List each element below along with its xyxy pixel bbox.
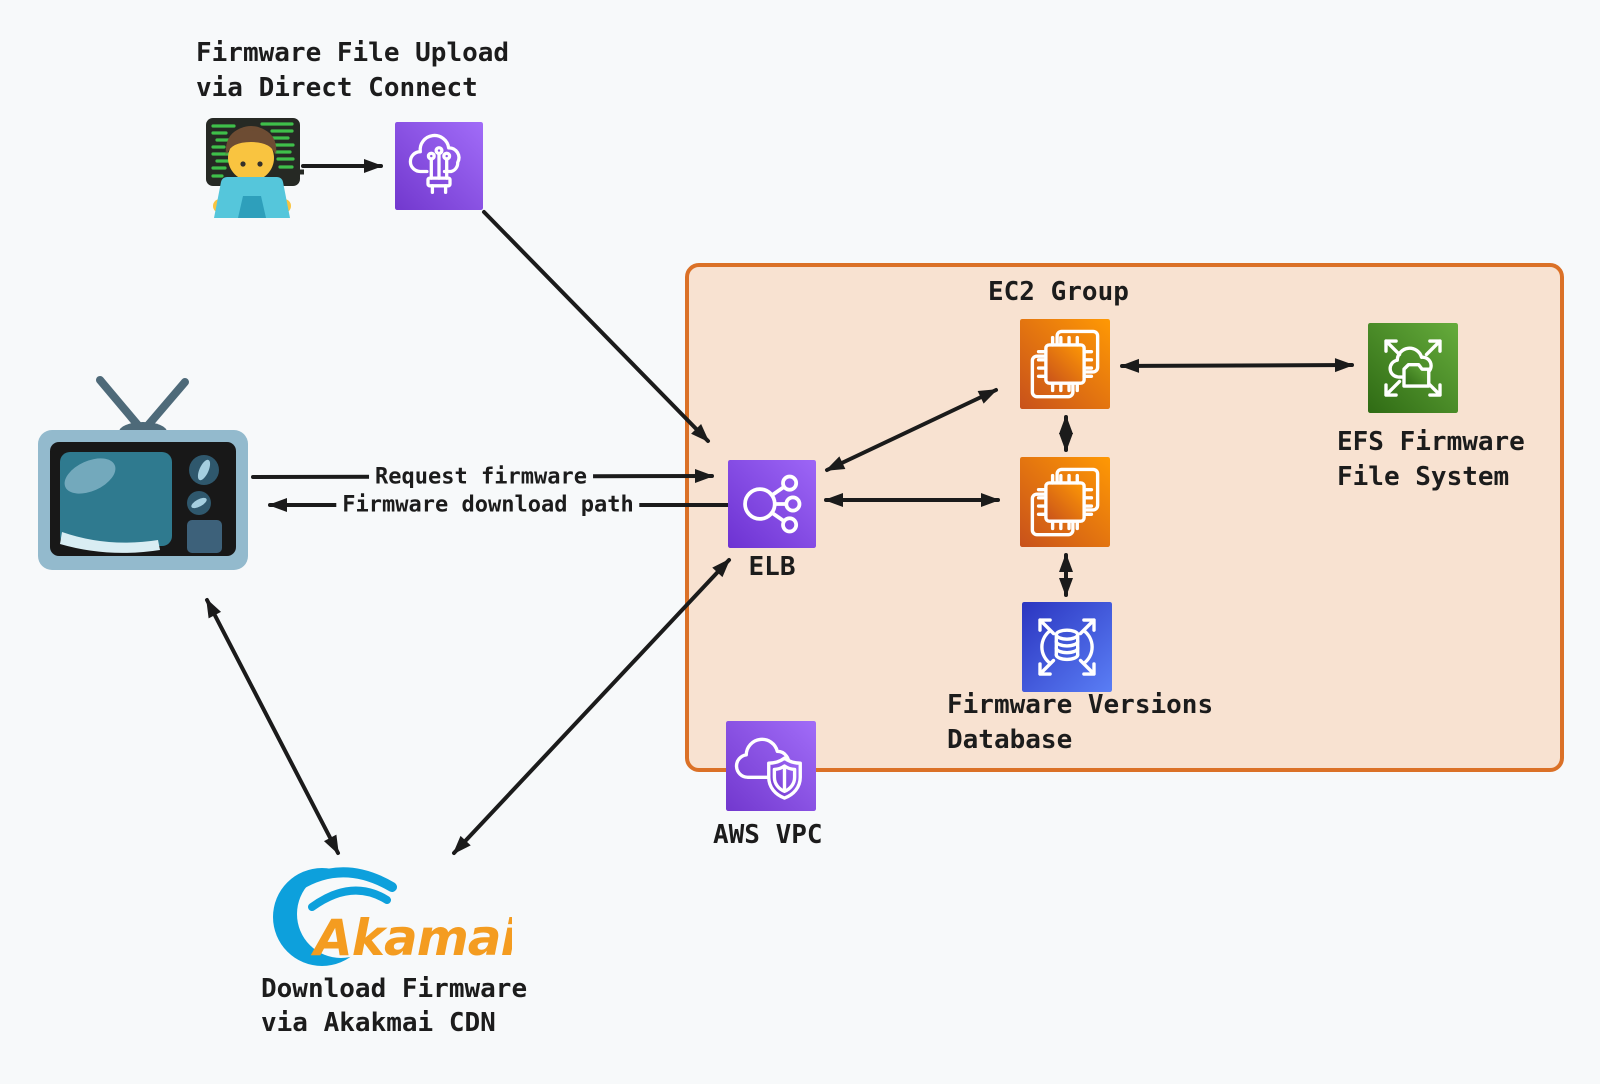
arrow-directconnect-to-elb	[482, 210, 710, 443]
aws-vpc-icon	[726, 721, 816, 811]
arrow-ec2-efs	[1120, 358, 1354, 373]
ec2-instance-icon-2	[1020, 457, 1110, 547]
efs-file-system-icon	[1368, 323, 1458, 413]
firmware-versions-database-icon	[1022, 602, 1112, 692]
elb-icon	[728, 460, 816, 548]
request-firmware-label: Request firmware	[369, 463, 593, 491]
arrow-elb-akamai	[452, 558, 731, 855]
efs-label-line1: EFS Firmware	[1337, 427, 1525, 457]
television-emoji	[38, 372, 248, 570]
ec2-instance-icon-1	[1020, 319, 1110, 409]
upload-title-line1: Firmware File Upload	[196, 38, 510, 68]
technologist-emoji	[200, 110, 304, 218]
akamai-logo: Akamai	[262, 850, 512, 972]
direct-connect-icon	[395, 122, 483, 210]
akamai-brand-text: Akamai	[310, 909, 512, 967]
arrow-elb-ec2-top	[825, 388, 998, 472]
efs-label-line2: File System	[1337, 462, 1510, 492]
database-label-line1: Firmware Versions	[947, 690, 1214, 720]
elb-label: ELB	[748, 552, 796, 582]
akamai-caption-line1: Download Firmware	[261, 974, 528, 1004]
arrow-tv-akamai	[205, 598, 340, 855]
upload-title-line2: via Direct Connect	[196, 73, 478, 103]
database-label-line2: Database	[947, 725, 1073, 755]
ec2-group-label: EC2 Group	[988, 277, 1129, 307]
akamai-caption-line2: via Akakmai CDN	[261, 1008, 496, 1038]
aws-vpc-label: AWS VPC	[713, 820, 823, 850]
firmware-download-path-label: Firmware download path	[336, 491, 640, 519]
